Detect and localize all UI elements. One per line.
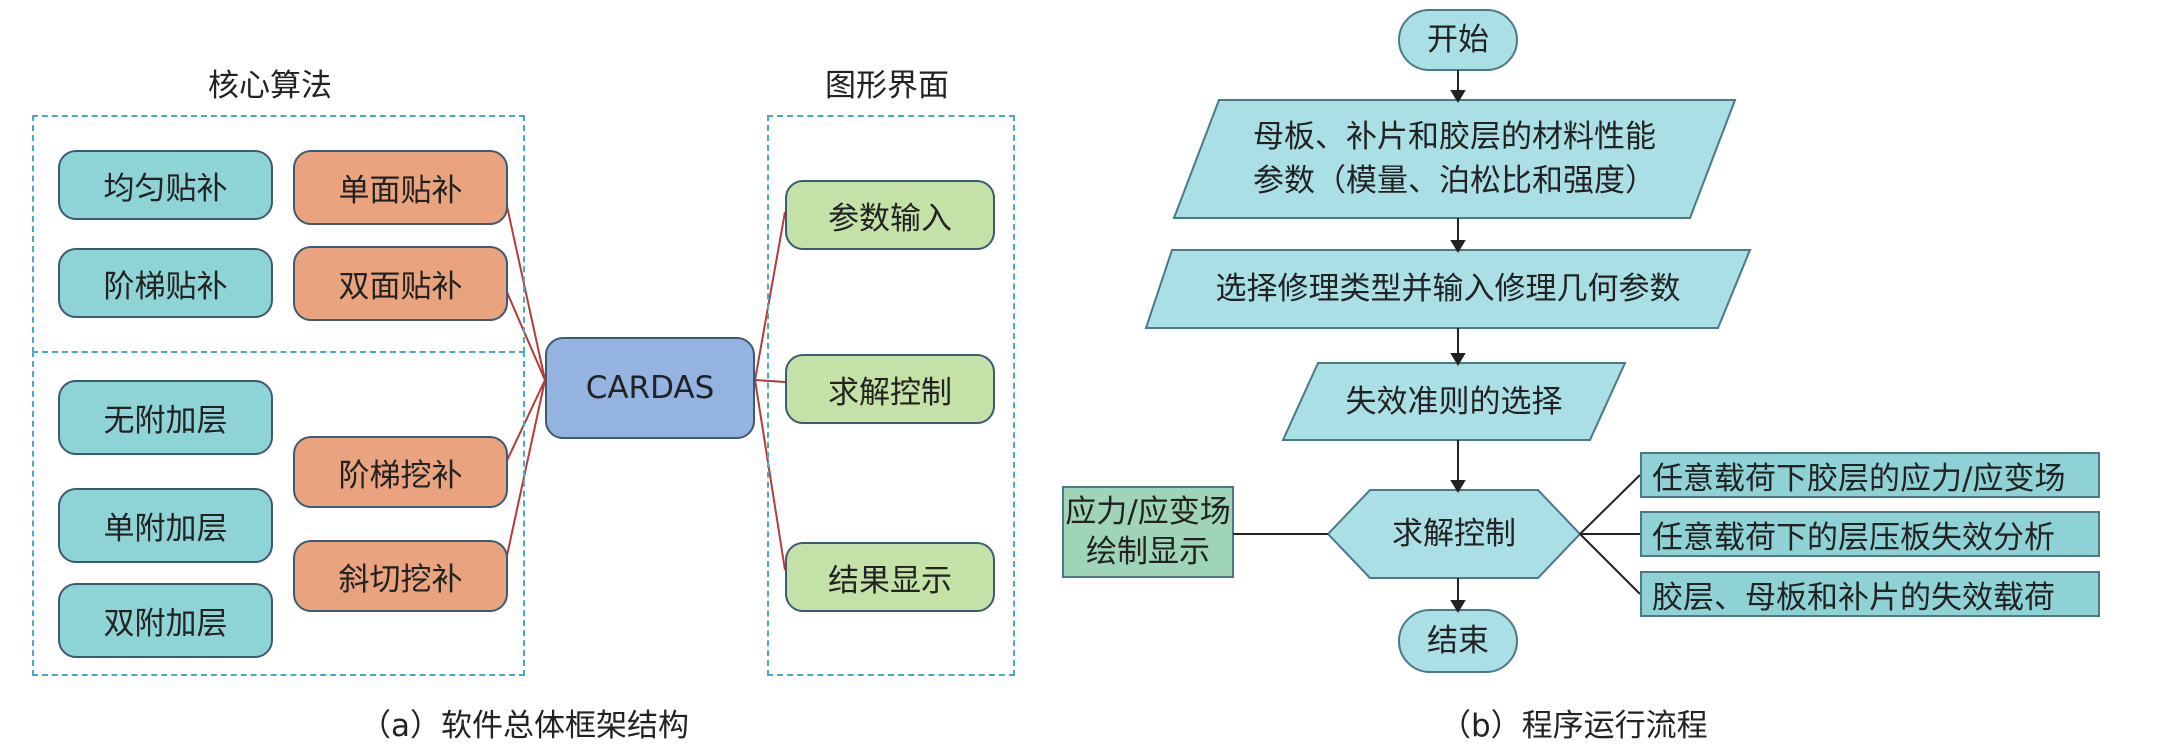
caption-a: （a）软件总体框架结构: [360, 708, 689, 744]
end-label: 结束: [1427, 623, 1489, 659]
result-display-node: 结果显示: [785, 542, 995, 612]
core-bottom-group: [32, 351, 525, 676]
output-failure-loads: 胶层、母板和补片的失效载荷: [1640, 571, 2100, 617]
single-extra-layer-node: 单附加层: [58, 488, 273, 563]
param-input-node: 参数输入: [785, 180, 995, 250]
cardas-core-node: CARDAS: [545, 337, 755, 439]
connector-solve-control: [754, 379, 786, 383]
double-sided-patch-node: 双面贴补: [293, 246, 508, 321]
core-algorithm-title: 核心算法: [208, 68, 332, 104]
repair-params-parallelogram: [1144, 249, 1752, 329]
double-extra-layer-node: 双附加层: [58, 583, 273, 658]
output-laminate-failure: 任意载荷下的层压板失效分析: [1640, 511, 2100, 557]
caption-b: （b）程序运行流程: [1440, 708, 1708, 744]
stepped-scarf-node: 阶梯挖补: [293, 436, 508, 508]
plot-display-line2: 绘制显示: [1086, 534, 1210, 570]
plot-display-box: [1062, 486, 1234, 578]
gui-title: 图形界面: [825, 68, 949, 104]
repair-params-label: 选择修理类型并输入修理几何参数: [1215, 271, 1681, 307]
solve-control-label: 求解控制: [1392, 516, 1516, 552]
no-extra-layer-node: 无附加层: [58, 380, 273, 455]
material-params-line2: 参数（模量、泊松比和强度）: [1253, 163, 1656, 199]
gui-group: [767, 115, 1015, 676]
failure-criteria-parallelogram: [1281, 362, 1627, 441]
failure-criteria-label: 失效准则的选择: [1345, 384, 1563, 420]
single-sided-patch-node: 单面贴补: [293, 150, 508, 225]
start-label: 开始: [1427, 22, 1489, 58]
connector-result-display: [754, 379, 786, 571]
core-connectors: [502, 187, 786, 575]
output-stress-strain-field: 任意载荷下胶层的应力/应变场: [1640, 452, 2100, 498]
material-params-line1: 母板、补片和胶层的材料性能: [1253, 119, 1656, 155]
plot-display-line1: 应力/应变场: [1065, 494, 1231, 530]
solve-control-node: 求解控制: [785, 354, 995, 424]
uniform-patch-node: 均匀贴补: [58, 150, 273, 220]
connector-param-input: [754, 211, 786, 381]
stepped-patch-node: 阶梯贴补: [58, 248, 273, 318]
material-params-parallelogram: [1172, 99, 1737, 219]
bevel-scarf-node: 斜切挖补: [293, 540, 508, 612]
